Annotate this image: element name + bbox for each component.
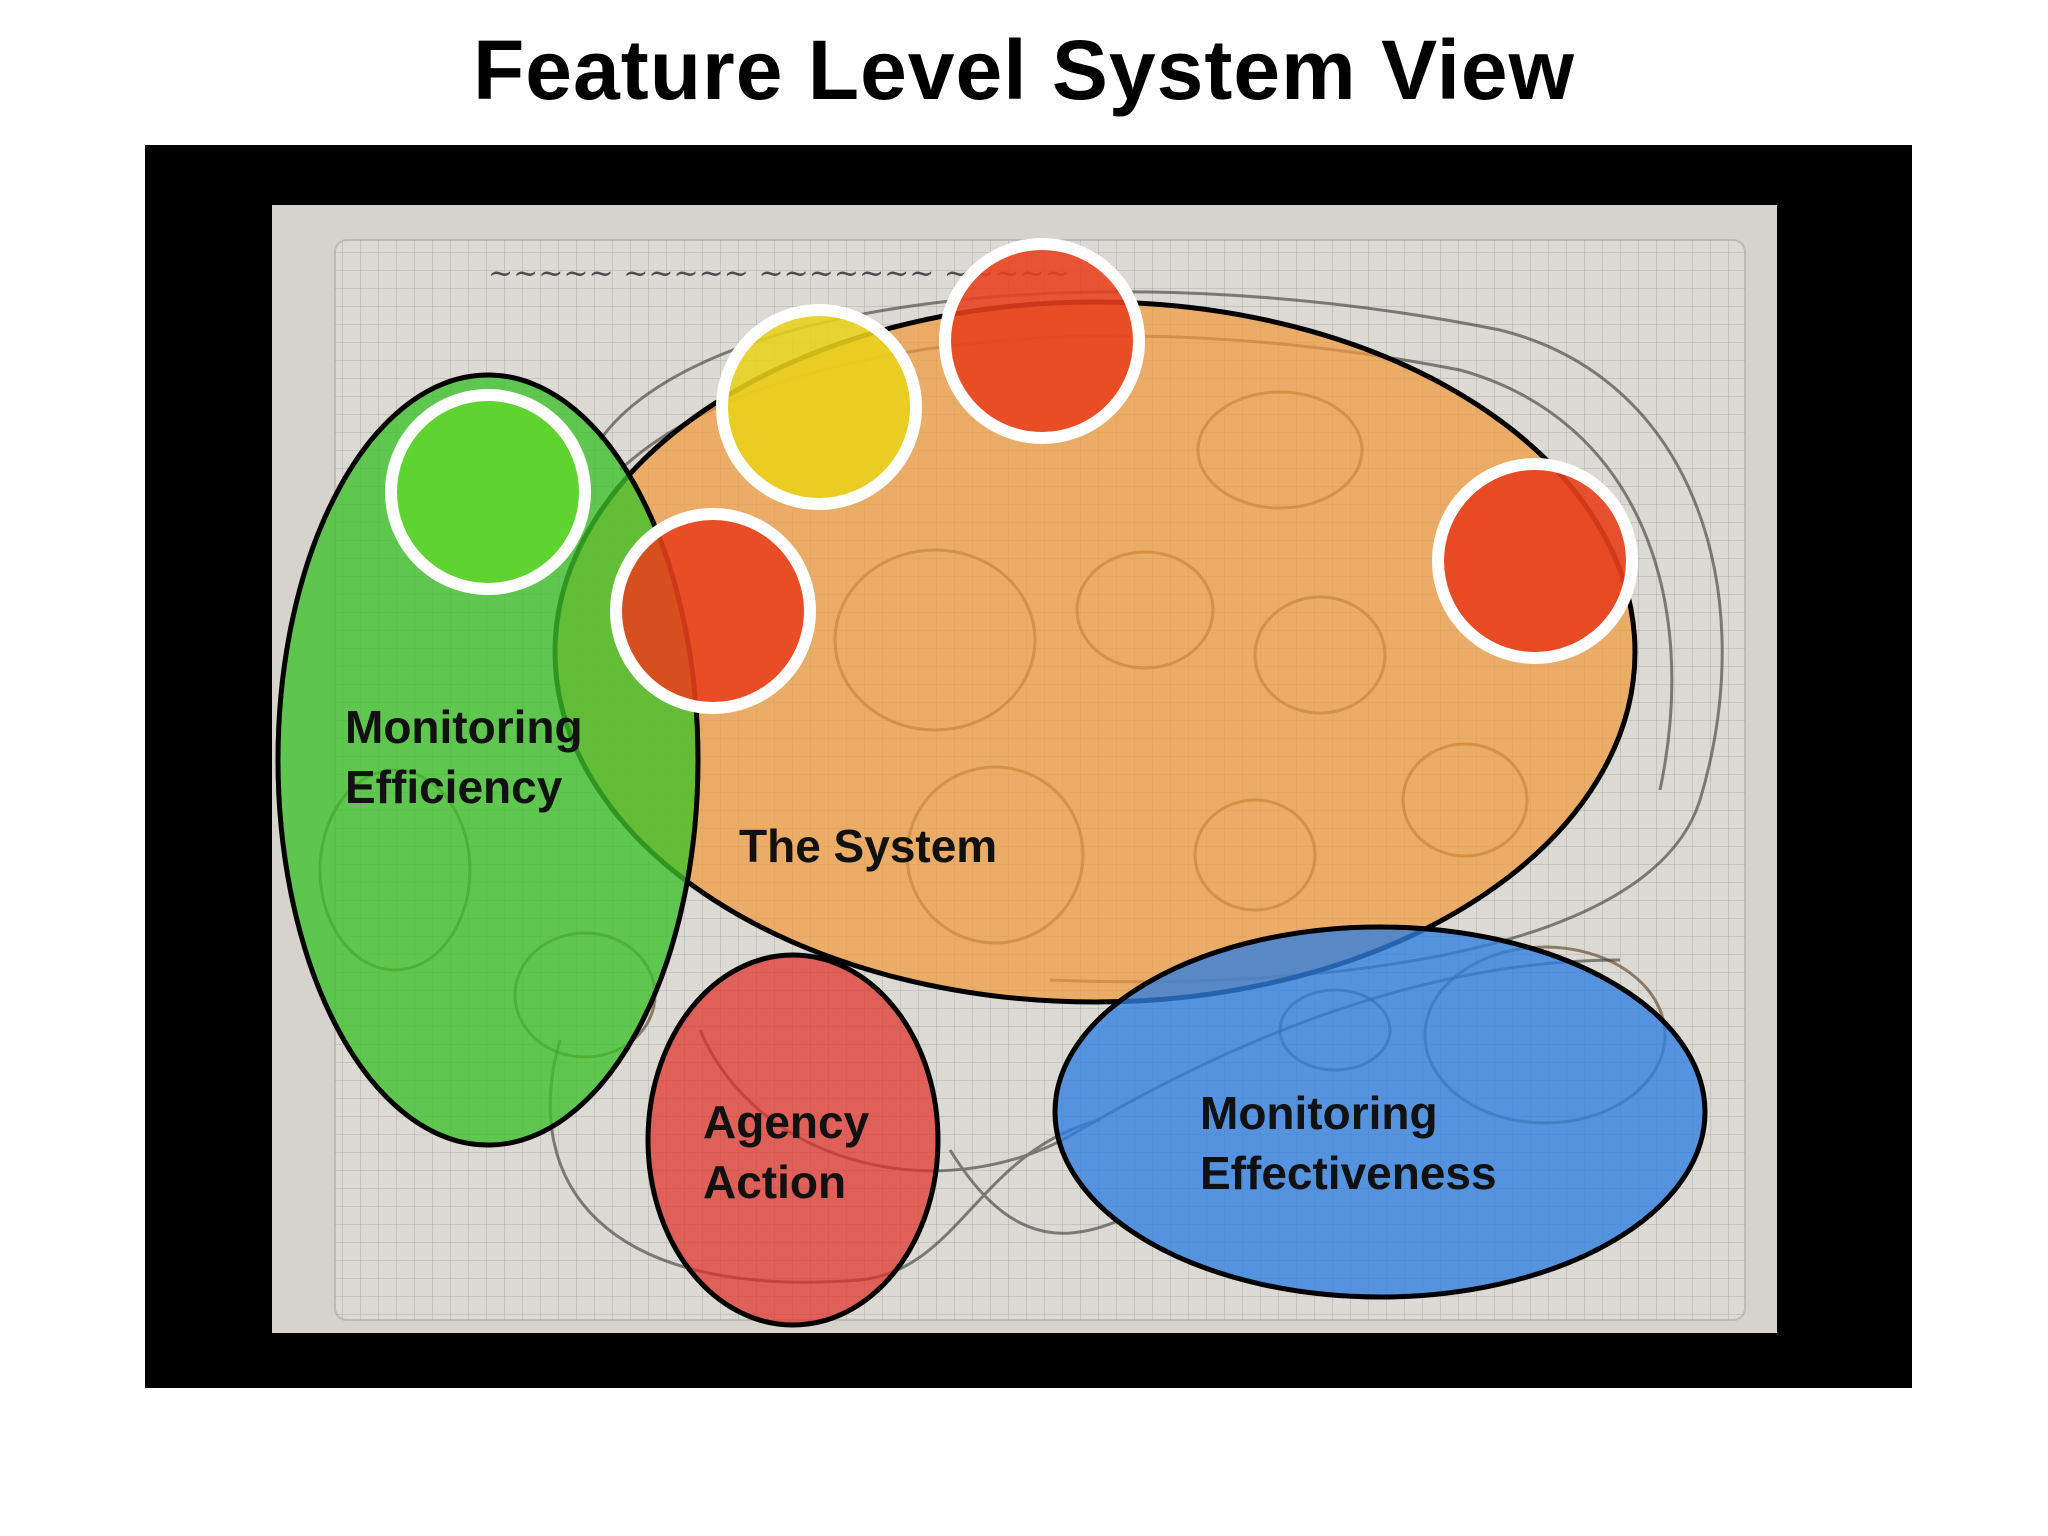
highlight-circle-yellow xyxy=(716,304,922,510)
region-monitoring-effectiveness xyxy=(1052,924,1708,1300)
slide-title: Feature Level System View xyxy=(473,23,1575,117)
label-monitoring-effectiveness: Monitoring Effectiveness xyxy=(1200,1087,1497,1199)
region-agency-action xyxy=(645,952,941,1328)
highlight-circle-green xyxy=(385,389,591,595)
label-monitoring-efficiency: Monitoring Efficiency xyxy=(345,701,583,813)
label-the-system: The System xyxy=(739,820,998,872)
region-monitoring-efficiency xyxy=(275,372,701,1148)
highlight-circle-red-middle xyxy=(610,508,816,714)
highlight-circle-red-top xyxy=(939,238,1145,444)
label-agency-action: Agency Action xyxy=(703,1096,870,1208)
highlight-circle-red-right xyxy=(1432,458,1638,664)
